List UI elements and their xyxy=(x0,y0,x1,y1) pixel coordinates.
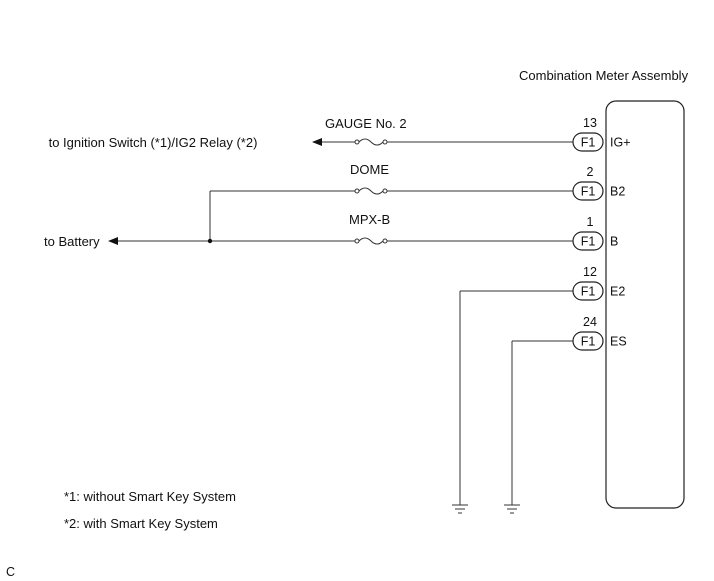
pin-number: 12 xyxy=(583,265,597,279)
fuse-dome-icon xyxy=(354,187,388,195)
ground-es-icon xyxy=(504,504,520,514)
connector-f1-shape xyxy=(572,181,604,201)
connector-f1-shape xyxy=(572,281,604,301)
connector-f1-shape xyxy=(572,132,604,152)
connector-pin-2: F1 2 B2 xyxy=(572,165,625,201)
connector-label: F1 xyxy=(581,335,596,349)
connector-label: F1 xyxy=(581,185,596,199)
pin-number: 13 xyxy=(583,116,597,130)
connector-label: F1 xyxy=(581,136,596,150)
fuse-label-mpx-b: MPX-B xyxy=(349,212,390,227)
destination-ignition: to Ignition Switch (*1)/IG2 Relay (*2) xyxy=(49,135,258,150)
connector-pin-13: F1 13 IG+ xyxy=(572,116,631,152)
pin-name: IG+ xyxy=(610,136,631,150)
pin-name: ES xyxy=(610,335,627,349)
fuse-label-gauge-no2: GAUGE No. 2 xyxy=(325,116,407,131)
pin-name: E2 xyxy=(610,285,625,299)
corner-code: C xyxy=(6,565,15,579)
connector-label: F1 xyxy=(581,285,596,299)
connector-pin-12: F1 12 E2 xyxy=(572,265,625,301)
pin-name: B2 xyxy=(610,185,625,199)
pin-number: 1 xyxy=(587,215,594,229)
pin-number: 2 xyxy=(587,165,594,179)
combination-meter-box xyxy=(605,100,685,509)
connector-f1-shape xyxy=(572,231,604,251)
arrow-to-battery-icon xyxy=(108,237,118,245)
pin-name: B xyxy=(610,235,618,249)
note-2: *2: with Smart Key System xyxy=(64,516,218,531)
junction-dot xyxy=(207,238,213,244)
arrow-to-ignition-icon xyxy=(312,138,322,146)
connector-label: F1 xyxy=(581,235,596,249)
note-1: *1: without Smart Key System xyxy=(64,489,236,504)
fuse-label-dome: DOME xyxy=(350,162,389,177)
destination-battery: to Battery xyxy=(44,234,100,249)
connector-f1-shape xyxy=(572,331,604,351)
fuse-gauge-no2-icon xyxy=(354,138,388,146)
connector-pin-24: F1 24 ES xyxy=(572,315,627,351)
ground-e2-icon xyxy=(452,504,468,514)
pin-number: 24 xyxy=(583,315,597,329)
fuse-mpx-b-icon xyxy=(354,237,388,245)
connector-pin-1: F1 1 B xyxy=(572,215,618,251)
component-title: Combination Meter Assembly xyxy=(519,68,689,83)
